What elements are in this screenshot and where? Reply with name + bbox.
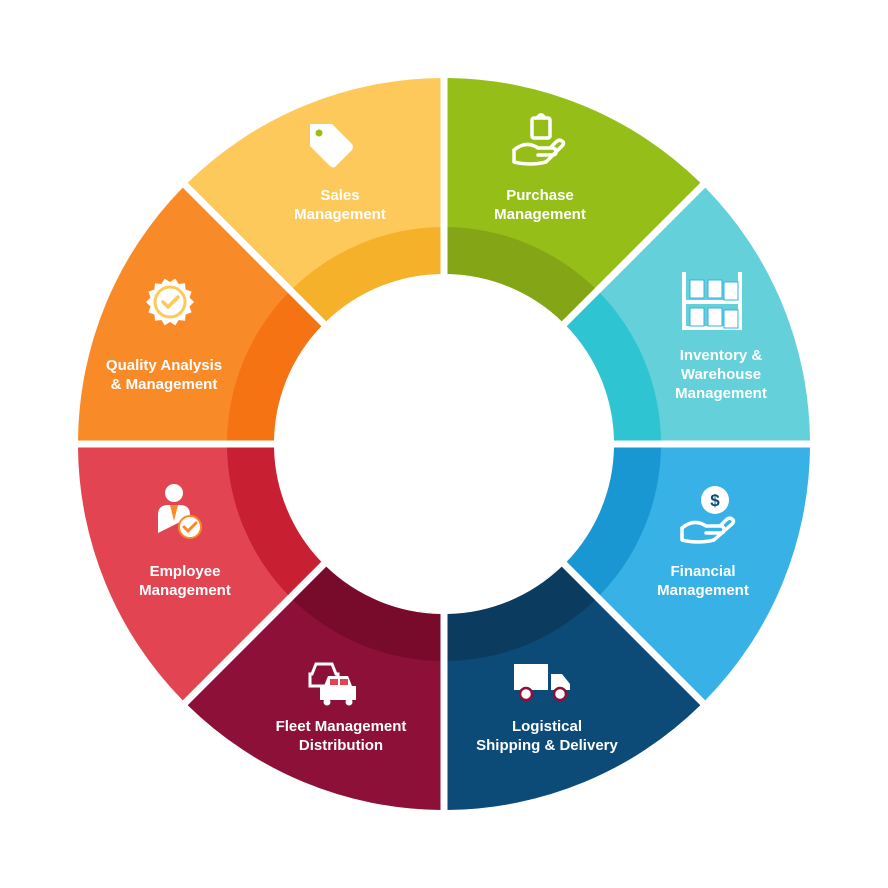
segment-inventory-outer: [599, 447, 810, 701]
segment-financial-outer: [447, 599, 701, 810]
segment-fleet-label-line: Fleet Management: [276, 718, 407, 735]
svg-text:$: $: [710, 491, 720, 510]
segment-inventory-inner-band: [566, 447, 661, 595]
segment-quality-label-line: & Management: [111, 376, 218, 393]
hand-holding-bag-icon: [514, 115, 564, 165]
segment-purchase-inner-band: [566, 293, 661, 441]
segment-inventory-label-line: Warehouse: [681, 366, 761, 383]
segment-quality-label: Quality Analysis & Management: [106, 357, 222, 393]
segment-employee-label-line: Employee: [150, 563, 221, 580]
segment-sales-outer: [447, 78, 701, 289]
segment-financial-label-line: Financial: [670, 563, 735, 580]
center-hub: [275, 275, 613, 613]
segment-fleet-inner-band: [227, 447, 322, 595]
segment-purchase-label-line: Management: [494, 206, 586, 223]
segment-sales-label-line: Management: [294, 206, 386, 223]
segment-logistics-label-line: Shipping & Delivery: [476, 737, 618, 754]
segment-inventory-label-line: Management: [675, 385, 767, 402]
segment-financial-label-line: Management: [657, 582, 749, 599]
segment-employee-label-line: Management: [139, 582, 231, 599]
segment-fleet-outer: [78, 447, 289, 701]
segment-quality-outer: [187, 78, 441, 289]
segment-financial-inner-band: [447, 566, 595, 661]
segment-fleet-label-line: Distribution: [299, 737, 383, 754]
warehouse-shelf-icon: [682, 272, 742, 330]
segment-sales-inner-band: [447, 227, 595, 322]
delivery-truck-icon: [514, 664, 570, 700]
employee-check-icon: [158, 484, 201, 538]
segment-logistics-label-line: Logistical: [512, 718, 582, 735]
hand-dollar-icon: $: [682, 486, 734, 542]
segment-sales-label-line: Sales: [320, 187, 359, 204]
cars-icon: [310, 664, 356, 706]
segment-inventory-label-line: Inventory &: [680, 347, 763, 364]
segment-logistics-inner-band: [293, 566, 441, 661]
segment-purchase-label-line: Purchase: [506, 187, 574, 204]
segment-quality-inner-band: [293, 227, 441, 322]
quality-badge-icon: [146, 278, 194, 326]
segment-quality-label-line: Quality Analysis: [106, 357, 222, 374]
segment-logistics-outer: [187, 599, 441, 810]
segment-purchase-outer: [599, 187, 810, 441]
segment-employee-inner-band: [227, 293, 322, 441]
price-tag-icon: [310, 124, 353, 168]
